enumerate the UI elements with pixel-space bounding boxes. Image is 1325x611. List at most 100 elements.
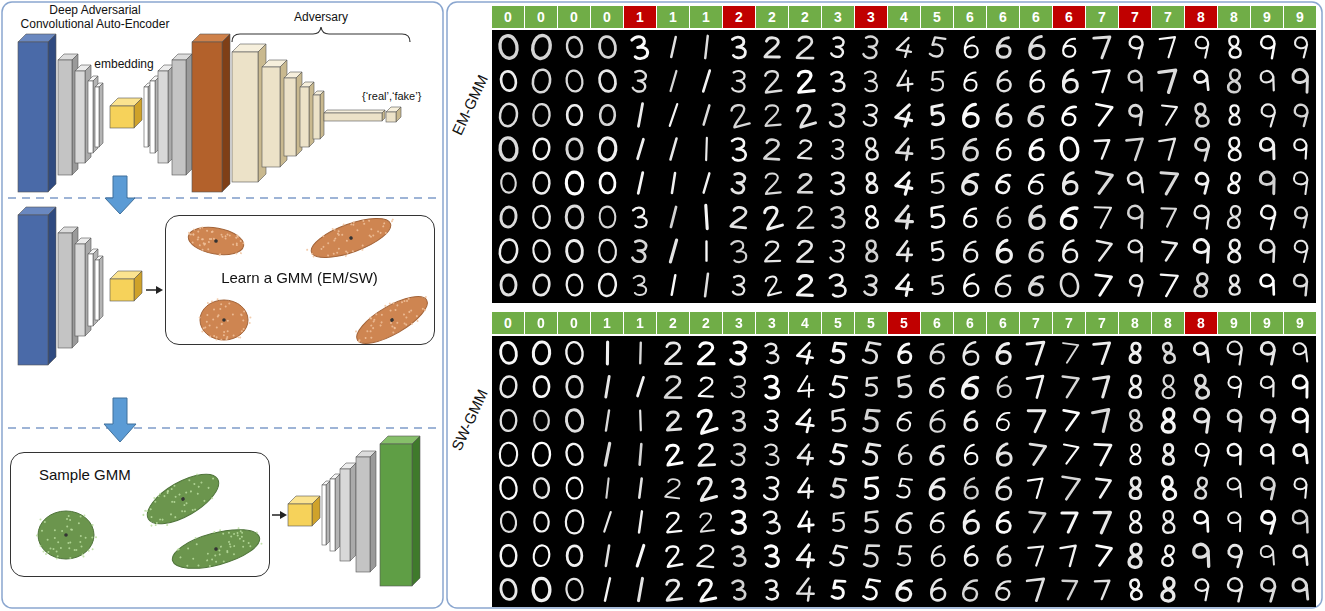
digit-sample bbox=[501, 173, 517, 193]
layer-plate bbox=[262, 60, 287, 167]
layer-plate bbox=[110, 271, 142, 301]
digit-sample bbox=[864, 275, 878, 295]
digit-sample bbox=[533, 478, 549, 499]
digit-sample bbox=[733, 276, 746, 296]
digit-sample bbox=[930, 173, 946, 194]
cluster-label: 8 bbox=[1185, 6, 1217, 28]
digit-sample bbox=[1161, 208, 1176, 226]
digit-sample bbox=[1094, 37, 1112, 58]
digit-sample bbox=[699, 444, 716, 466]
digit-sample bbox=[831, 173, 845, 195]
digit-sample bbox=[1029, 139, 1043, 160]
cluster-label: 6 bbox=[954, 312, 986, 334]
digit-sample bbox=[565, 409, 584, 432]
layer-plate bbox=[88, 76, 98, 153]
cluster-label: 8 bbox=[1119, 312, 1151, 334]
digit-sample bbox=[962, 104, 978, 127]
digit-sample bbox=[997, 38, 1010, 58]
digit-sample bbox=[565, 341, 584, 364]
digit-sample bbox=[765, 275, 781, 295]
digit-sample bbox=[1294, 139, 1307, 159]
digit-sample bbox=[1028, 546, 1044, 566]
digit-sample bbox=[765, 241, 781, 262]
digit-sample bbox=[898, 546, 912, 565]
digit-sample bbox=[1227, 205, 1241, 228]
digit-sample bbox=[896, 36, 914, 58]
digit-sample bbox=[764, 410, 779, 431]
cluster-label: 6 bbox=[921, 312, 953, 334]
digit-sample bbox=[1228, 512, 1241, 532]
digit-sample bbox=[667, 412, 680, 430]
digit-sample bbox=[1093, 104, 1113, 127]
digit-sample bbox=[638, 343, 643, 364]
digit-sample bbox=[865, 71, 877, 91]
digit-sample bbox=[962, 172, 980, 195]
digit-sample bbox=[1028, 206, 1045, 229]
digit-sample bbox=[605, 443, 609, 465]
digit-sample bbox=[1163, 511, 1175, 533]
gaussian-component bbox=[36, 511, 97, 560]
digit-sample bbox=[863, 36, 879, 59]
layer-plate bbox=[192, 34, 230, 192]
digit-sample bbox=[1161, 577, 1175, 601]
left-panel bbox=[2, 2, 443, 608]
digit-sample bbox=[1194, 172, 1209, 193]
digit-sample bbox=[699, 579, 716, 601]
digit-sample bbox=[864, 545, 879, 566]
digit-sample bbox=[639, 578, 643, 601]
digit-sample bbox=[963, 445, 979, 466]
digit-sample bbox=[1160, 37, 1178, 58]
digit-sample bbox=[1228, 69, 1241, 92]
layer-plate bbox=[340, 463, 356, 561]
digit-sample bbox=[666, 445, 682, 465]
digit-sample bbox=[671, 207, 676, 228]
digit-sample bbox=[1129, 410, 1143, 432]
digit-sample bbox=[1094, 207, 1111, 228]
digit-sample bbox=[1159, 173, 1177, 195]
box-title: Learn a GMM (EM/SW) bbox=[221, 269, 378, 287]
digit-sample bbox=[929, 105, 945, 126]
digit-sample bbox=[930, 445, 945, 465]
cluster-label: 0 bbox=[492, 6, 524, 28]
digit-sample bbox=[1059, 477, 1079, 501]
digit-sample bbox=[996, 546, 1011, 566]
digit-sample bbox=[500, 511, 518, 533]
layer-plate bbox=[288, 496, 320, 526]
digit-sample bbox=[1130, 343, 1142, 363]
box-title: Sample GMM bbox=[39, 466, 131, 484]
digit-sample bbox=[1061, 343, 1079, 364]
digit-sample bbox=[798, 206, 815, 229]
digit-sample bbox=[1226, 577, 1243, 601]
digit-sample bbox=[1162, 545, 1176, 567]
digit-sample bbox=[667, 513, 681, 533]
digit-sample bbox=[1226, 544, 1243, 567]
digit-sample bbox=[671, 71, 677, 92]
digit-sample bbox=[996, 478, 1012, 500]
digit-sample bbox=[896, 579, 913, 602]
digit-sample bbox=[1194, 70, 1210, 92]
digit-sample bbox=[500, 545, 516, 566]
digit-sample bbox=[566, 206, 583, 228]
digit-sample bbox=[1027, 444, 1045, 466]
digit-sample bbox=[671, 37, 675, 58]
right-panel bbox=[447, 2, 1322, 608]
gaussian-component bbox=[185, 223, 246, 260]
digit-sample bbox=[894, 103, 914, 127]
embedding-label: embedding bbox=[94, 57, 153, 71]
digit-sample bbox=[831, 207, 844, 228]
digit-sample bbox=[698, 342, 716, 365]
digit-sample bbox=[1194, 409, 1209, 433]
digit-sample bbox=[1060, 376, 1078, 398]
digit-sample bbox=[995, 104, 1011, 127]
digit-sample bbox=[566, 240, 583, 262]
digit-sample bbox=[863, 342, 880, 364]
cluster-label: 7 bbox=[1152, 6, 1184, 28]
digit-sample bbox=[532, 341, 550, 364]
digit-sample bbox=[1027, 579, 1046, 602]
digit-sample bbox=[732, 511, 745, 533]
digit-sample bbox=[930, 410, 945, 431]
digit-sample bbox=[831, 343, 846, 363]
digit-sample bbox=[1293, 240, 1309, 262]
digit-sample bbox=[639, 444, 642, 465]
digit-sample bbox=[930, 478, 946, 500]
